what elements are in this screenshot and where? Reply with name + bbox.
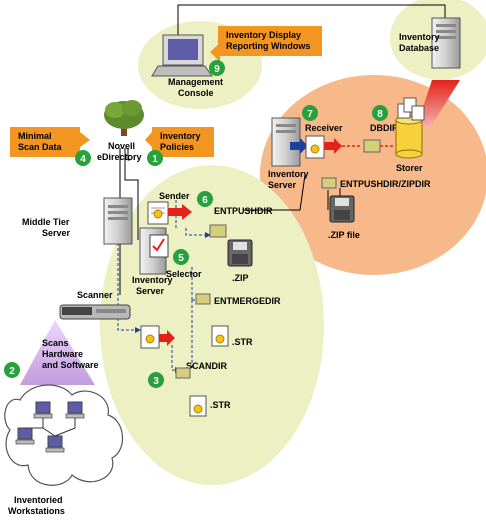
scanner-icon	[59, 304, 131, 320]
edirectory-server-link	[124, 148, 139, 240]
entpushdir-zipdir-text: ENTPUSHDIR/ZIPDIR	[340, 179, 431, 189]
svg-text:2: 2	[9, 366, 15, 377]
sender-document-icon	[147, 201, 192, 225]
badge-5: 5	[173, 249, 189, 265]
inventoried-text-1: Inventoried	[14, 495, 63, 505]
novell-text: Novell	[108, 141, 135, 151]
entmergedir-text: ENTMERGEDIR	[214, 296, 281, 306]
svg-text:7: 7	[307, 109, 313, 120]
svg-text:1: 1	[152, 154, 158, 165]
entpushdir-text: ENTPUSHDIR	[214, 206, 273, 216]
flow-sender-to-entpushdir	[185, 228, 211, 238]
entmergedir-folder-icon	[195, 293, 211, 305]
server-icon	[431, 17, 461, 69]
inventory-display-text-2: Reporting Windows	[226, 41, 310, 51]
lower-server-region	[100, 165, 324, 485]
badge-1: 1	[147, 150, 163, 166]
svg-text:8: 8	[377, 109, 383, 120]
minimal-scan-text-2: Scan Data	[18, 142, 63, 152]
str-document-icon-2	[189, 395, 207, 417]
scandir-folder-icon	[175, 367, 191, 379]
inventory-server-upper-text-2: Server	[268, 180, 297, 190]
inventoried-text-2: Workstations	[8, 506, 65, 516]
inventory-server-icon-lower	[139, 227, 169, 275]
storer-database-icon	[395, 97, 425, 159]
middle-tier-server-icon	[103, 197, 133, 245]
storer-text: Storer	[396, 163, 423, 173]
zip-icon	[227, 239, 253, 267]
zip-file-text: .ZIP file	[328, 230, 360, 240]
inventory-database-text-1: Inventory	[399, 32, 440, 42]
str-text-2: .STR	[210, 400, 231, 410]
tree-icon	[104, 100, 144, 136]
minimal-scan-text-1: Minimal	[18, 131, 52, 141]
workstation-icon-1	[33, 401, 53, 419]
badge-3: 3	[148, 372, 164, 388]
badge-9: 9	[209, 60, 225, 76]
cloud-icon	[4, 384, 124, 486]
workstation-icon-3	[15, 427, 35, 445]
svg-text:5: 5	[178, 253, 184, 264]
inventory-server-upper-text-1: Inventory	[268, 169, 309, 179]
scans-text-2: Hardware	[42, 349, 83, 359]
entpushdir-receiver-link	[243, 174, 306, 211]
str-text-1: .STR	[232, 337, 253, 347]
inventory-policies-text-1: Inventory	[160, 131, 201, 141]
inventory-display-text-1: Inventory Display	[226, 30, 301, 40]
middle-tier-text-2: Server	[42, 228, 71, 238]
badge-2: 2	[4, 362, 20, 378]
inventory-server-lower-text-2: Server	[136, 286, 165, 296]
dbdir-folder-icon	[363, 139, 381, 153]
inventory-database-text-2: Database	[399, 43, 439, 53]
str-document-icon-1	[211, 325, 229, 347]
badge-8: 8	[372, 105, 388, 121]
entpushdir-zipdir-folder-icon	[321, 177, 337, 189]
middle-tier-text-1: Middle Tier	[22, 217, 70, 227]
svg-text:6: 6	[202, 195, 208, 206]
monitor-icon	[151, 34, 213, 77]
badge-6: 6	[197, 191, 213, 207]
inventory-policies-text-2: Policies	[160, 142, 194, 152]
inventory-policies-callout: Inventory Policies	[145, 127, 214, 157]
scan-beam	[20, 320, 95, 385]
inventory-display-callout: Inventory Display Reporting Windows	[210, 26, 322, 62]
dbdir-text: DBDIR	[370, 123, 399, 133]
console-database-link	[177, 4, 446, 35]
badge-4: 4	[75, 150, 91, 166]
scans-text-3: and Software	[42, 360, 99, 370]
entpushdir-folder-icon	[209, 224, 227, 238]
receiver-document-icon	[290, 135, 342, 159]
svg-text:3: 3	[153, 376, 159, 387]
inventory-server-lower-text-1: Inventory	[132, 275, 173, 285]
zip-file-icon	[329, 195, 355, 223]
storer-database-beam	[416, 80, 460, 128]
management-console-text-2: Console	[178, 88, 214, 98]
edirectory-text: eDirectory	[97, 152, 142, 162]
scandir-text: SCANDIR	[186, 361, 228, 371]
scanner-text: Scanner	[77, 290, 113, 300]
receiver-text: Receiver	[305, 123, 343, 133]
minimal-scan-callout: Minimal Scan Data	[10, 127, 90, 157]
selector-text: Selector	[166, 269, 202, 279]
svg-text:4: 4	[80, 154, 86, 165]
sender-text: Sender	[159, 191, 190, 201]
scans-text-1: Scans	[42, 338, 69, 348]
workstation-icon-2	[65, 401, 85, 419]
input-document-icon	[140, 325, 175, 349]
management-console-text-1: Management	[168, 77, 223, 87]
zip-text: .ZIP	[232, 273, 249, 283]
flow-middletier-to-server	[117, 228, 141, 333]
workstation-icon-4	[45, 435, 65, 453]
svg-text:9: 9	[214, 64, 220, 75]
badge-7: 7	[302, 105, 318, 121]
